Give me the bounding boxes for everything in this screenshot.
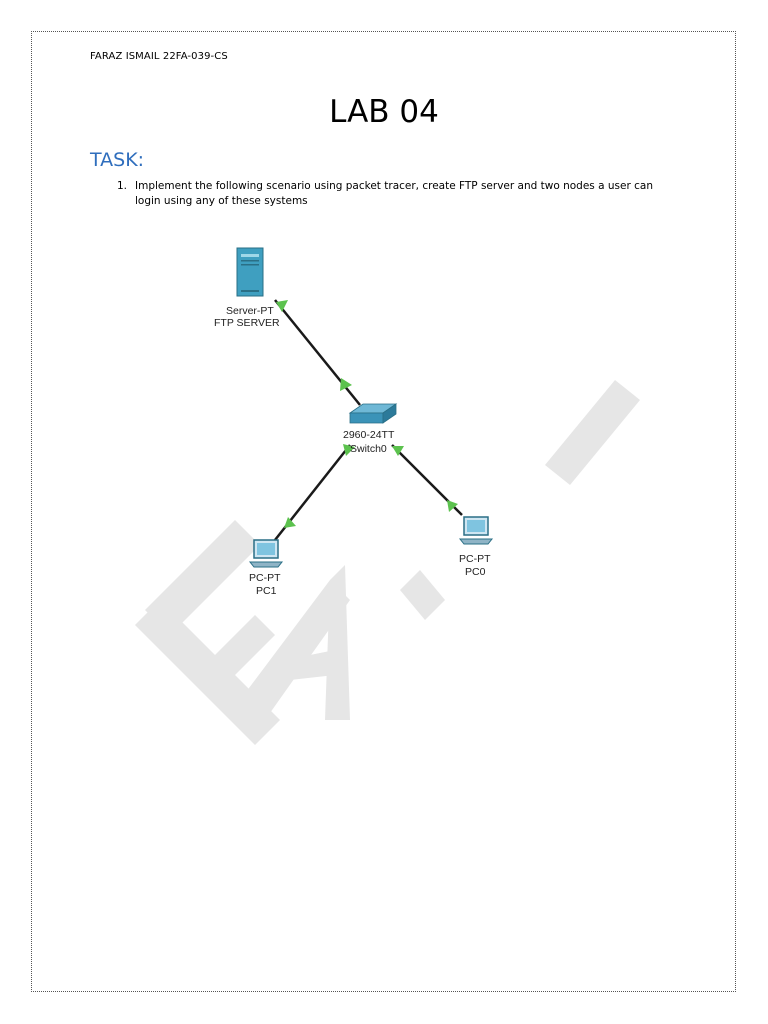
switch-name-label: Switch0: [350, 443, 387, 455]
link-indicator: [284, 517, 296, 528]
server-device[interactable]: Server-PT FTP SERVER: [214, 247, 280, 329]
pc0-device[interactable]: PC-PT PC0: [458, 516, 494, 578]
pc1-device[interactable]: PC-PT PC1: [248, 539, 284, 597]
link-indicator: [392, 446, 404, 456]
link-indicator: [340, 378, 352, 391]
watermark-f-top: [145, 520, 260, 635]
watermark-a-left: [240, 580, 350, 720]
watermark-a-right: [325, 565, 350, 720]
page-border: [31, 31, 736, 992]
switch-device[interactable]: 2960-24TT Switch0: [343, 403, 398, 455]
task-heading: TASK:: [90, 149, 145, 171]
link-indicators: [276, 300, 458, 528]
watermark-shapes: [135, 380, 640, 745]
pc1-type-label: PC-PT: [249, 572, 281, 584]
watermark-tick: [400, 570, 445, 620]
document-title: LAB 04: [329, 94, 439, 130]
document-header: FARAZ ISMAIL 22FA-039-CS: [90, 51, 228, 62]
link-indicator: [447, 500, 458, 512]
pc0-name-label: PC0: [465, 566, 486, 578]
link-server-switch: [274, 299, 361, 406]
link-indicator: [276, 300, 288, 312]
watermark-a-bar: [285, 650, 335, 680]
task-item-number: 1.: [117, 180, 128, 192]
pc1-name-label: PC1: [256, 585, 277, 597]
link-indicator: [343, 444, 355, 456]
task-item-text: Implement the following scenario using p…: [135, 180, 653, 207]
switch-type-label: 2960-24TT: [343, 429, 395, 441]
pc0-type-label: PC-PT: [459, 553, 491, 565]
server-name-label: FTP SERVER: [214, 317, 280, 329]
watermark-stroke: [545, 380, 640, 485]
server-type-label: Server-PT: [226, 305, 274, 317]
watermark-f-mid: [200, 615, 275, 690]
